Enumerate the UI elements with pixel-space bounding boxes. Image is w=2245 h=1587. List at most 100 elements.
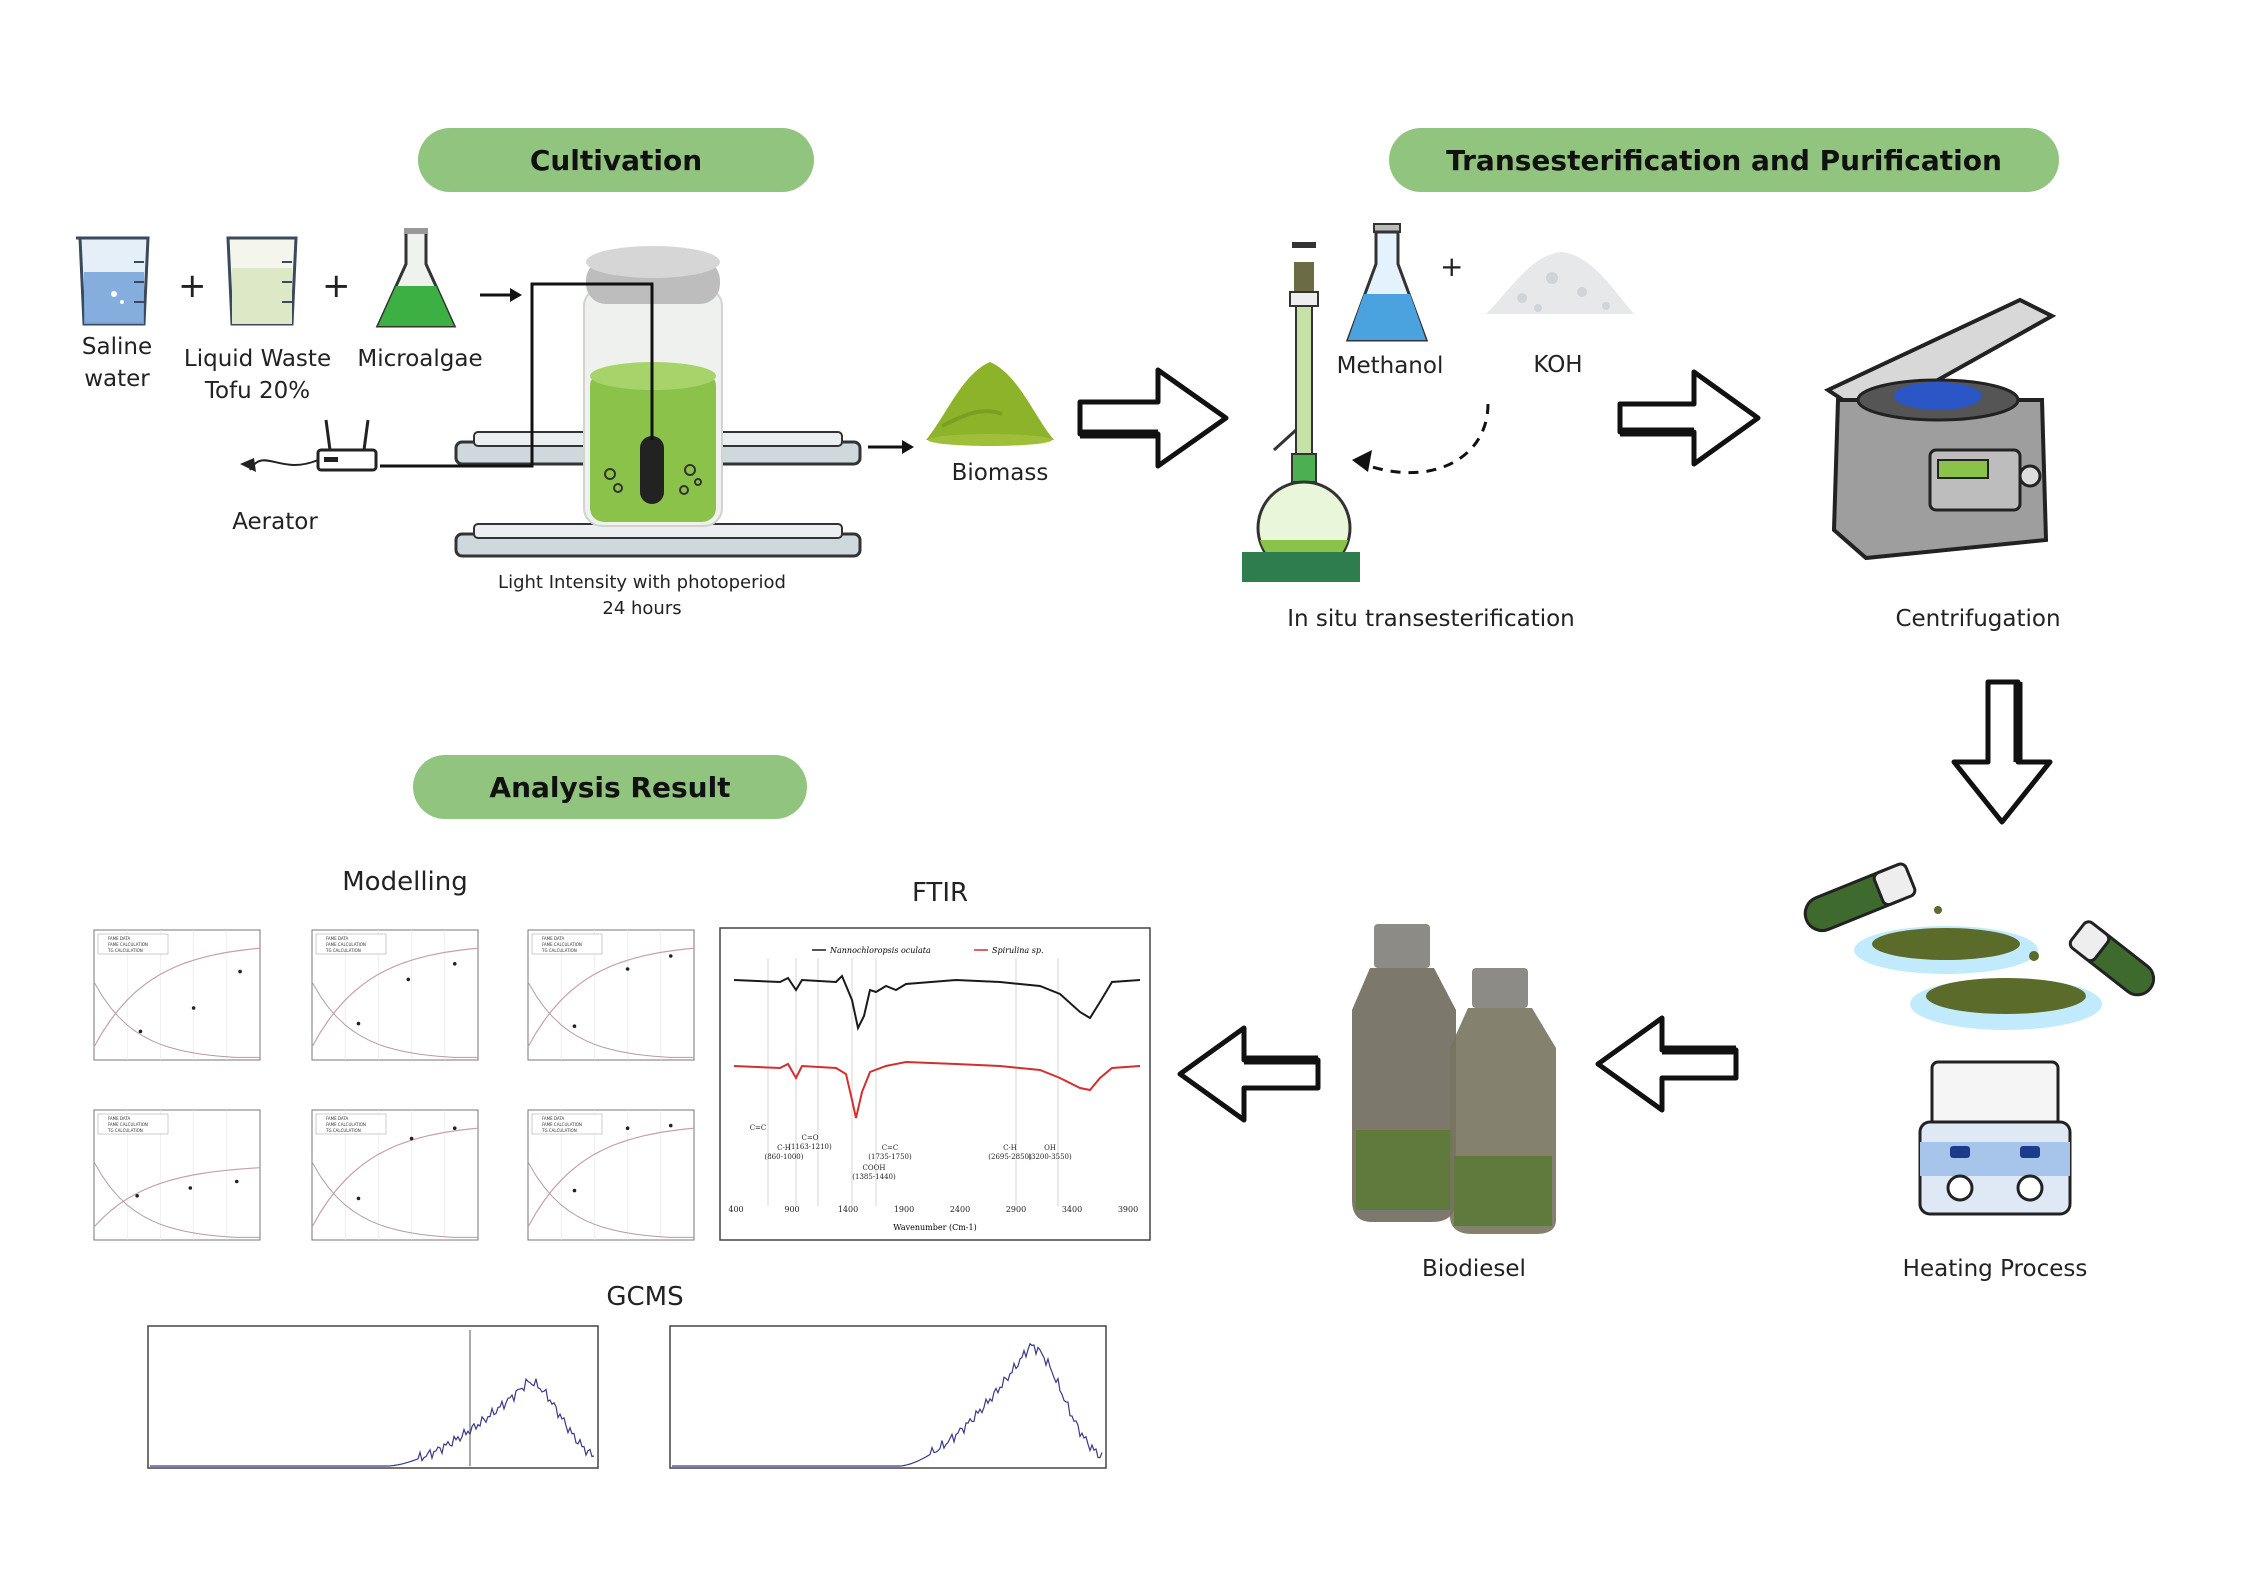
legend-entry: FAME DATA	[542, 936, 564, 941]
cultivation-header: Cultivation	[418, 128, 814, 192]
ftir-x-tick: 400	[728, 1205, 743, 1214]
legend-box	[531, 1113, 603, 1135]
liquid-waste-beaker-icon	[226, 236, 298, 326]
plus-sign: +	[1440, 250, 1464, 283]
legend-box	[531, 933, 603, 955]
ftir-x-tick: 3900	[1118, 1205, 1138, 1214]
gcms-trace-1	[150, 1377, 595, 1467]
fame-data-point	[572, 1024, 577, 1028]
plus-sign: +	[322, 266, 351, 306]
fame-data-point	[138, 1029, 143, 1034]
legend-entry: FAME DATA	[326, 936, 348, 941]
fame-data-point	[356, 1196, 361, 1201]
ftir-peak-name: C=C	[882, 1144, 899, 1152]
petri-dish-samples-icon	[1803, 862, 2156, 1030]
fame-calculation-curve	[311, 947, 479, 1048]
fame-data-point	[625, 1126, 630, 1130]
fame-calculation-curve	[311, 1127, 479, 1228]
dashed-arrow-icon	[1352, 403, 1490, 475]
legend-entry: TG CALCULATION	[107, 1128, 143, 1133]
ftir-series-red	[733, 1060, 1141, 1119]
ftir-legend-black: Nannochloropsis oculata	[829, 946, 931, 955]
hot-plate-icon	[1918, 1060, 2072, 1216]
legend-entry: FAME DATA	[542, 1116, 564, 1121]
tg-calculation-curve	[527, 981, 694, 1058]
ftir-peak-name: C-H	[777, 1144, 791, 1152]
tg-calculation-curve	[93, 1161, 260, 1238]
fame-data-point	[409, 1136, 414, 1141]
ftir-peak-name: C=C	[750, 1124, 767, 1132]
legend-entry: FAME CALCULATION	[542, 1122, 582, 1127]
fame-data-point	[668, 954, 673, 958]
heating-process-label: Heating Process	[1902, 1256, 2088, 1282]
saline-water-label: Saline water	[81, 334, 153, 392]
legend-entry: FAME CALCULATION	[542, 942, 582, 947]
fame-calculation-curve	[527, 1127, 695, 1228]
fame-data-point	[356, 1021, 361, 1026]
fame-calculation-curve	[93, 947, 261, 1048]
arrow-icon	[868, 440, 914, 454]
ftir-peak-range: (3200-3550)	[1028, 1153, 1072, 1161]
legend-entry: FAME CALCULATION	[108, 942, 148, 947]
lamp-bottom-icon	[454, 523, 862, 558]
legend-entry: FAME DATA	[108, 1116, 130, 1121]
tg-calculation-curve	[311, 1161, 478, 1238]
methanol-label: Methanol	[1336, 353, 1444, 379]
gcms-trace-2	[672, 1342, 1103, 1467]
fame-calculation-curve	[527, 947, 695, 1048]
biomass-label: Biomass	[951, 460, 1049, 486]
arrow-icon	[480, 288, 522, 302]
fame-data-point	[135, 1194, 139, 1198]
ftir-legend-red: Spirulina sp.	[992, 946, 1044, 955]
methanol-flask-icon	[1345, 223, 1429, 342]
fame-data-point	[452, 1126, 457, 1130]
in-situ-apparatus-icon	[1242, 242, 1360, 582]
fame-data-point	[668, 1123, 673, 1128]
ftir-peak-name: COOH	[863, 1164, 886, 1172]
transesterification-header: Transesterification and Purification	[1389, 128, 2059, 192]
modelling-title: Modelling	[342, 867, 468, 897]
plus-sign: +	[178, 266, 207, 306]
tg-calculation-curve	[311, 981, 478, 1058]
koh-pellets-icon	[1486, 252, 1634, 314]
gcms-chromatogram-1	[147, 1325, 599, 1469]
ftir-peak-range: (1385-1440)	[852, 1173, 896, 1181]
ftir-title: FTIR	[911, 878, 969, 908]
centrifuge-icon	[1823, 297, 2057, 561]
legend-entry: FAME CALCULATION	[326, 942, 366, 947]
ftir-xlabel: Wavenumber (Cm-1)	[893, 1223, 976, 1232]
ftir-x-tick: 2400	[950, 1205, 970, 1214]
fame-data-point	[572, 1188, 577, 1193]
process-arrow-right-icon	[1617, 369, 1761, 467]
fame-data-point	[238, 969, 242, 974]
ftir-peak-range: (2695-2850)	[988, 1153, 1032, 1161]
process-arrow-right-icon	[1077, 367, 1229, 469]
process-arrow-left-icon	[1595, 1015, 1739, 1113]
aerator-label: Aerator	[232, 509, 318, 535]
fame-data-point	[406, 977, 411, 982]
saline-water-beaker-icon	[76, 236, 150, 326]
ftir-chart: Nannochloropsis oculata Spirulina sp. C=…	[719, 927, 1151, 1241]
biodiesel-label: Biodiesel	[1422, 1256, 1526, 1282]
ftir-x-tick: 900	[784, 1205, 799, 1214]
legend-box	[97, 933, 169, 955]
centrifugation-label: Centrifugation	[1895, 606, 2061, 632]
gcms-chromatogram-2	[669, 1325, 1107, 1469]
legend-entry: FAME DATA	[108, 936, 130, 941]
legend-entry: TG CALCULATION	[107, 948, 143, 953]
tg-calculation-curve	[527, 1161, 694, 1238]
ftir-peak-name: C=O	[802, 1134, 819, 1142]
ftir-x-tick: 3400	[1062, 1205, 1082, 1214]
gcms-title: GCMS	[606, 1282, 684, 1312]
ftir-peak-range: (1735-1750)	[868, 1153, 912, 1161]
legend-entry: TG CALCULATION	[325, 1128, 361, 1133]
photobioreactor-jar-icon	[583, 246, 723, 527]
